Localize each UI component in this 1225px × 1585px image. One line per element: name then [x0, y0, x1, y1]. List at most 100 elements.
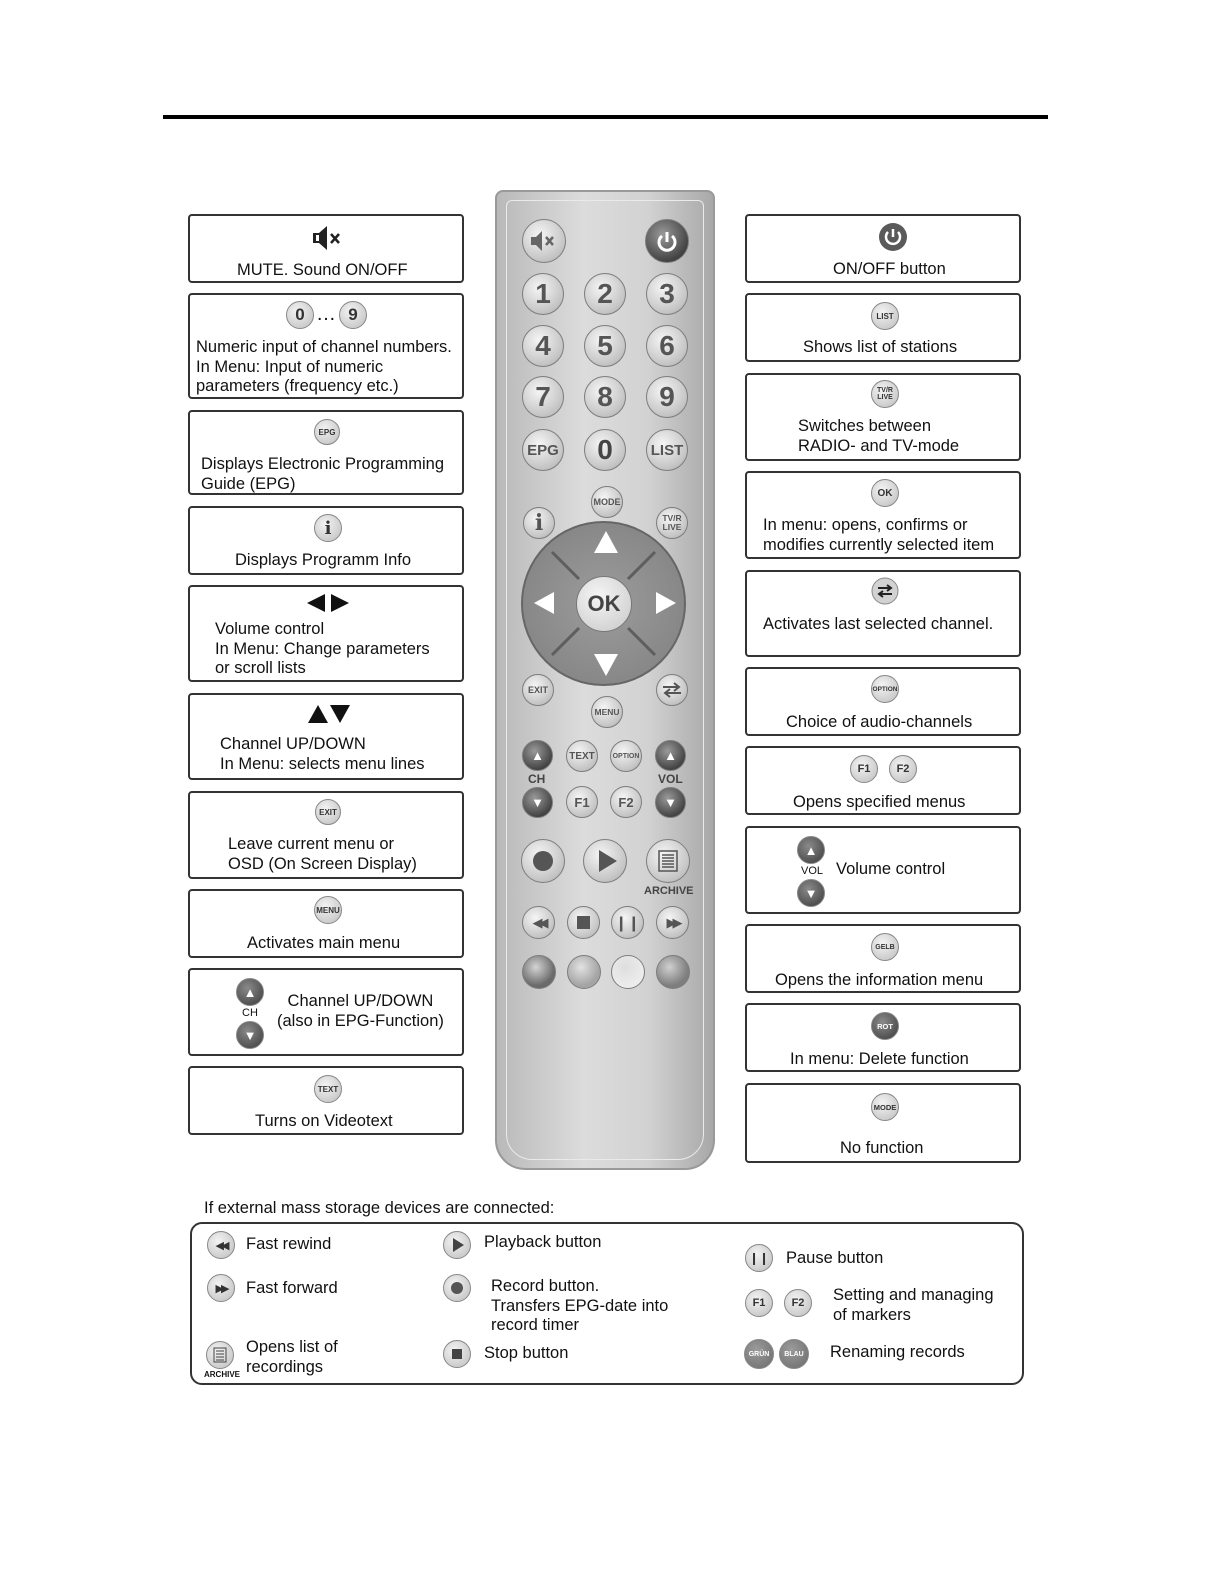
- remote-ch-down-button[interactable]: ▼: [522, 787, 553, 818]
- menu-text: Activates main menu: [247, 934, 400, 954]
- ellipsis: …: [316, 305, 336, 325]
- gelb-box: GELB Opens the information menu: [745, 924, 1021, 993]
- remote-digit-0[interactable]: 0: [584, 429, 626, 471]
- numeric-box: 0 … 9 Numeric input of channel numbers. …: [188, 293, 464, 399]
- remote-digit-4[interactable]: 4: [522, 325, 564, 367]
- archive-small-label: ARCHIVE: [204, 1370, 240, 1379]
- stop-icon: [577, 916, 590, 929]
- remote-down-arrow[interactable]: [594, 654, 618, 676]
- remote-ch-label: CH: [528, 772, 545, 786]
- remote-power-icon: [654, 228, 680, 254]
- remote-color-button-1[interactable]: [522, 955, 556, 989]
- ok-icon: OK: [871, 479, 899, 507]
- stop-text: Stop button: [484, 1344, 568, 1364]
- remote-digit-3[interactable]: 3: [646, 273, 688, 315]
- onoff-text: ON/OFF button: [833, 260, 946, 280]
- forward-text: Fast forward: [246, 1279, 338, 1299]
- remote-play-button[interactable]: [583, 839, 627, 883]
- remote-archive-button[interactable]: [646, 839, 690, 883]
- remote-record-button[interactable]: [521, 839, 565, 883]
- vol-down-icon: ▼: [797, 879, 825, 907]
- f2-legend-icon: F2: [784, 1289, 812, 1317]
- remote-stop-button[interactable]: [567, 906, 600, 939]
- remote-option-button[interactable]: OPTION: [610, 740, 642, 772]
- remote-mute-button[interactable]: [522, 219, 566, 263]
- tvr-box: TV/R LIVE Switches between RADIO- and TV…: [745, 373, 1021, 461]
- archive-icon: [206, 1341, 234, 1369]
- list-icon: LIST: [871, 302, 899, 330]
- ok-box: OK In menu: opens, confirms or modifies …: [745, 471, 1021, 559]
- gelb-text: Opens the information menu: [775, 971, 983, 991]
- remote-f2-button[interactable]: F2: [610, 786, 642, 818]
- storage-heading: If external mass storage devices are con…: [204, 1199, 554, 1219]
- remote-mode-button[interactable]: MODE: [591, 486, 623, 518]
- remote-vol-up-button[interactable]: ▲: [655, 740, 686, 771]
- remote-color-button-3[interactable]: [611, 955, 645, 989]
- remote-digit-5[interactable]: 5: [584, 325, 626, 367]
- rename-text: Renaming records: [830, 1343, 965, 1363]
- remote-pause-button[interactable]: ❙❙: [611, 906, 644, 939]
- vol-up-icon: ▲: [797, 836, 825, 864]
- epg-box: EPG Displays Electronic Programming Guid…: [188, 410, 464, 495]
- top-rule: [163, 115, 1048, 119]
- remote-list-button[interactable]: LIST: [646, 429, 688, 471]
- remote-f1-button[interactable]: F1: [566, 786, 598, 818]
- remote-ok-button[interactable]: OK: [576, 576, 632, 632]
- ch-text: Channel UP/DOWN (also in EPG-Function): [277, 992, 444, 1031]
- remote-vol-label: VOL: [658, 772, 683, 786]
- remote-vol-down-button[interactable]: ▼: [655, 787, 686, 818]
- f1f2-box: F1 F2 Opens specified menus: [745, 746, 1021, 815]
- vol-box: ▲ VOL ▼ Volume control: [745, 826, 1021, 914]
- remote-power-button[interactable]: [645, 219, 689, 263]
- record-dot-icon: [533, 851, 553, 871]
- text-text: Turns on Videotext: [255, 1112, 393, 1132]
- channel-ud-box: Channel UP/DOWN In Menu: selects menu li…: [188, 693, 464, 780]
- remote-digit-1[interactable]: 1: [522, 273, 564, 315]
- remote-digit-2[interactable]: 2: [584, 273, 626, 315]
- remote-left-arrow[interactable]: [534, 592, 554, 614]
- ch-down-icon: ▼: [236, 1021, 264, 1049]
- text-icon: TEXT: [314, 1075, 342, 1103]
- exit-text: Leave current menu or OSD (On Screen Dis…: [228, 835, 417, 874]
- record-text: Record button. Transfers EPG-date into r…: [491, 1277, 668, 1336]
- remote-swap-button[interactable]: [656, 674, 688, 706]
- remote-color-button-2[interactable]: [567, 955, 601, 989]
- remote-epg-button[interactable]: EPG: [522, 429, 564, 471]
- menu-icon: MENU: [314, 896, 342, 924]
- remote-up-arrow[interactable]: [594, 531, 618, 553]
- remote-right-arrow[interactable]: [656, 592, 676, 614]
- remote-rewind-button[interactable]: ◀◀: [522, 906, 555, 939]
- remote-menu-button[interactable]: MENU: [591, 696, 623, 728]
- play-icon: [599, 850, 617, 872]
- gruen-icon: GRÜN: [744, 1339, 774, 1369]
- remote-text-button[interactable]: TEXT: [566, 740, 598, 772]
- blau-icon: BLAU: [779, 1339, 809, 1369]
- remote-forward-button[interactable]: ▶▶: [656, 906, 689, 939]
- ok-text: In menu: opens, confirms or modifies cur…: [763, 516, 994, 555]
- pause-legend-icon: ❙❙: [745, 1244, 773, 1272]
- f1f2-text: Opens specified menus: [793, 793, 965, 813]
- list-box: LIST Shows list of stations: [745, 293, 1021, 362]
- rewind-icon: ◀◀: [207, 1231, 235, 1259]
- numeric-text: Numeric input of channel numbers. In Men…: [196, 338, 452, 397]
- remote-digit-7[interactable]: 7: [522, 376, 564, 418]
- volume-lr-text: Volume control In Menu: Change parameter…: [215, 620, 430, 679]
- mode-text: No function: [840, 1139, 923, 1159]
- remote-digit-6[interactable]: 6: [646, 325, 688, 367]
- remote-exit-button[interactable]: EXIT: [522, 674, 554, 706]
- onoff-box: ON/OFF button: [745, 214, 1021, 283]
- remote-digit-8[interactable]: 8: [584, 376, 626, 418]
- power-icon: [878, 222, 908, 252]
- mode-box: MODE No function: [745, 1083, 1021, 1163]
- remote-color-button-4[interactable]: [656, 955, 690, 989]
- rewind-text: Fast rewind: [246, 1235, 331, 1255]
- mute-text: MUTE. Sound ON/OFF: [237, 261, 408, 281]
- archive-list-icon: [657, 849, 679, 873]
- volume-lr-box: Volume control In Menu: Change parameter…: [188, 585, 464, 682]
- rot-text: In menu: Delete function: [790, 1050, 969, 1070]
- digit-0-icon: 0: [286, 301, 314, 329]
- rot-icon: ROT: [871, 1012, 899, 1040]
- info-text: Displays Programm Info: [235, 551, 411, 571]
- remote-digit-9[interactable]: 9: [646, 376, 688, 418]
- remote-ch-up-button[interactable]: ▲: [522, 740, 553, 771]
